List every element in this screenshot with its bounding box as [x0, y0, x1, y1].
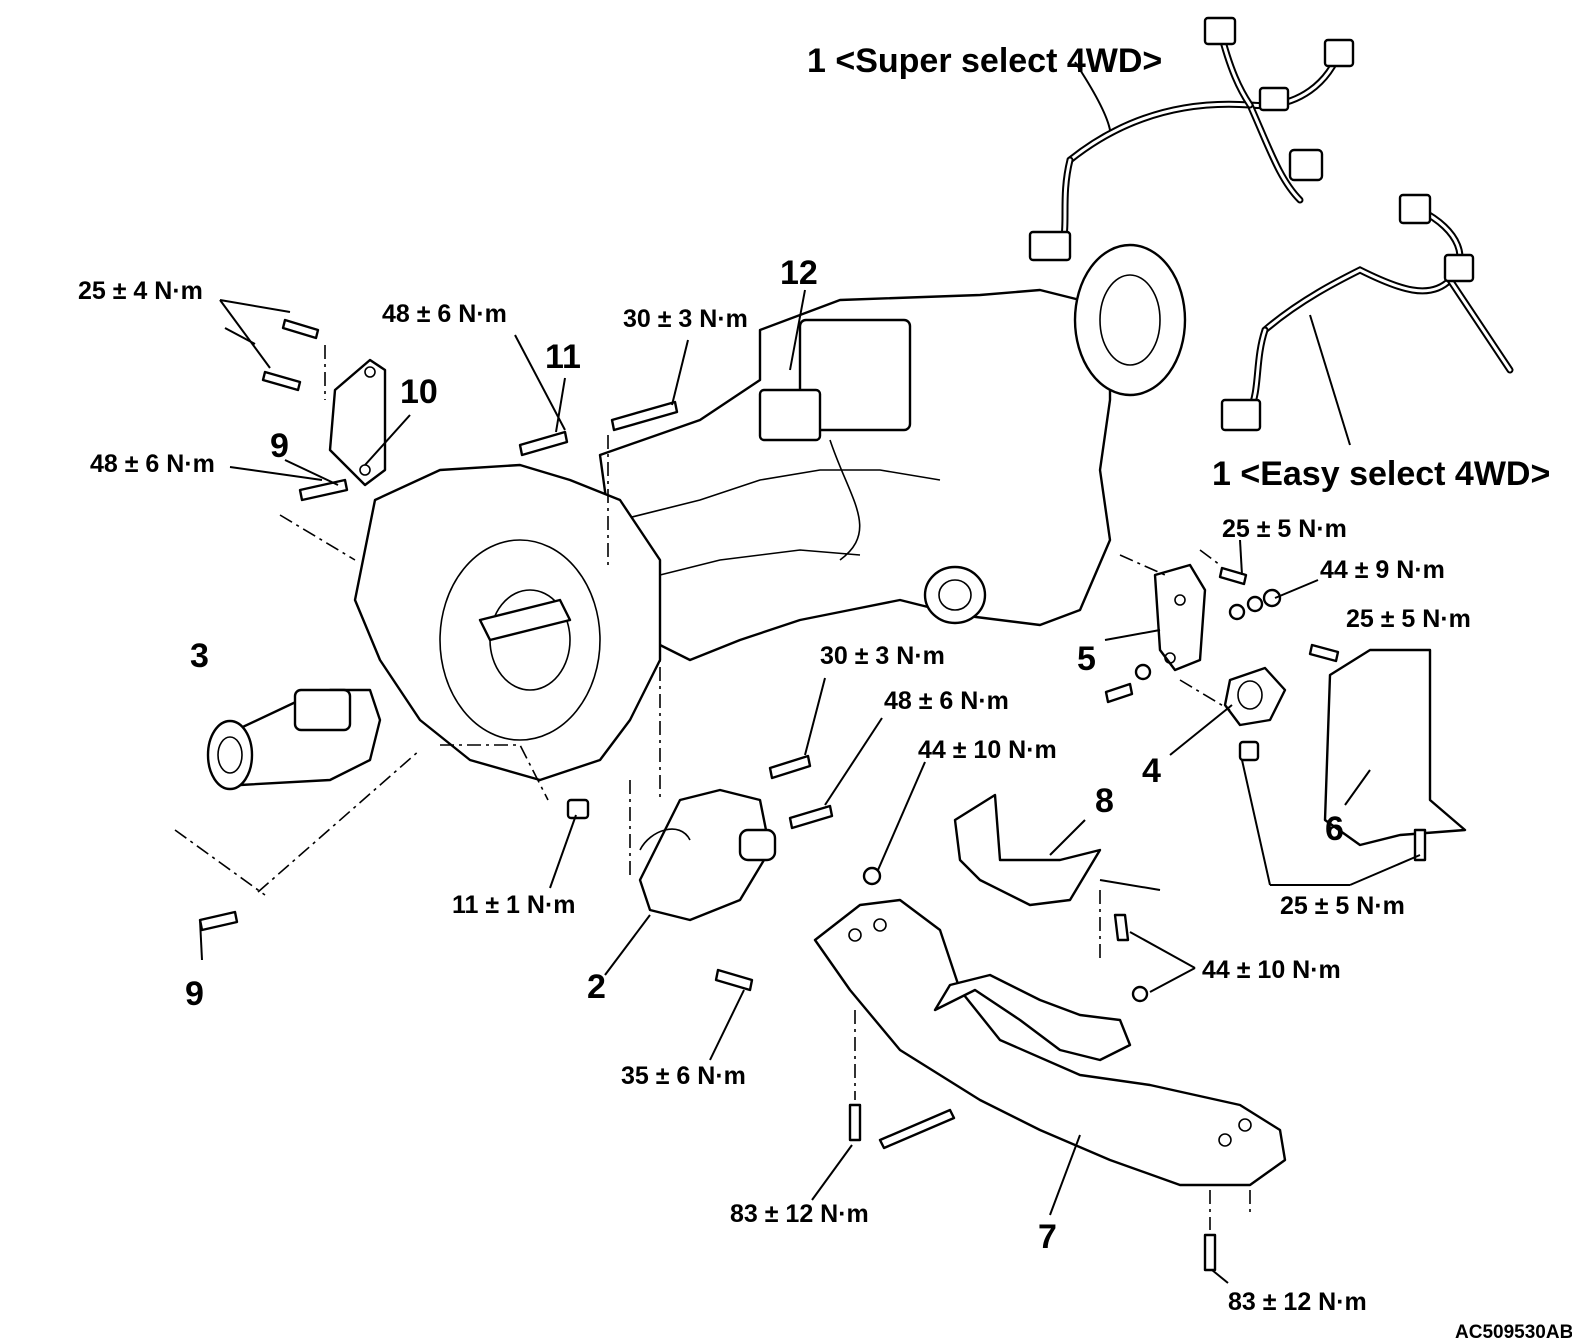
bell-housing	[353, 463, 662, 782]
callout-9-upper: 9	[270, 427, 289, 465]
transmission-assembly	[598, 243, 1187, 662]
insulator-bracket-8	[953, 793, 1102, 907]
labels: 1 <Super select 4WD> 1 <Easy select 4WD>…	[78, 42, 1572, 1343]
callout-11: 11	[545, 338, 581, 376]
crossmember-7	[813, 898, 1287, 1187]
torque-48-6-upper: 48 ± 6 N·m	[382, 300, 507, 328]
torque-25-5-top: 25 ± 5 N·m	[1222, 515, 1347, 543]
torque-30-3-mid: 30 ± 3 N·m	[820, 642, 945, 670]
callout-7: 7	[1038, 1218, 1057, 1256]
torque-44-10-right: 44 ± 10 N·m	[1202, 956, 1341, 984]
torque-25-5-bottom: 25 ± 5 N·m	[1280, 892, 1405, 920]
callout-8: 8	[1095, 782, 1114, 820]
callout-10: 10	[400, 373, 438, 411]
insulator-4	[1223, 666, 1287, 727]
torque-30-3-upper: 30 ± 3 N·m	[623, 305, 748, 333]
torque-11-1: 11 ± 1 N·m	[452, 891, 576, 919]
label-harness-super-select: 1 <Super select 4WD>	[807, 42, 1162, 80]
torque-83-12-left: 83 ± 12 N·m	[730, 1200, 869, 1228]
torque-35-6: 35 ± 6 N·m	[621, 1062, 746, 1090]
bracket-10	[328, 358, 387, 487]
callout-6: 6	[1325, 810, 1344, 848]
fasteners	[198, 318, 1427, 1272]
bracket-5	[1153, 563, 1207, 672]
transfer-actuator	[638, 788, 777, 922]
wiring-harness-super-select	[1028, 16, 1355, 262]
alignment-lines	[174, 345, 1251, 1230]
heat-protector-6	[1323, 648, 1467, 847]
starter-motor	[206, 688, 382, 791]
callout-5: 5	[1077, 640, 1096, 678]
torque-25-5-right: 25 ± 5 N·m	[1346, 605, 1471, 633]
torque-48-6-left: 48 ± 6 N·m	[90, 450, 215, 478]
callout-12: 12	[780, 254, 818, 292]
leader-lines	[199, 61, 1421, 1284]
label-harness-easy-select: 1 <Easy select 4WD>	[1212, 455, 1550, 493]
torque-44-9: 44 ± 9 N·m	[1320, 556, 1445, 584]
callout-2: 2	[587, 968, 606, 1006]
callout-3: 3	[190, 637, 209, 675]
callout-4: 4	[1142, 752, 1161, 790]
torque-83-12-right: 83 ± 12 N·m	[1228, 1288, 1367, 1316]
figure-code: AC509530AB	[1455, 1322, 1572, 1343]
torque-44-10-upper: 44 ± 10 N·m	[918, 736, 1057, 764]
callout-9-lower: 9	[185, 975, 204, 1013]
torque-25-4: 25 ± 4 N·m	[78, 277, 203, 305]
wiring-harness-easy-select	[1220, 193, 1514, 432]
torque-48-6-mid: 48 ± 6 N·m	[884, 687, 1009, 715]
